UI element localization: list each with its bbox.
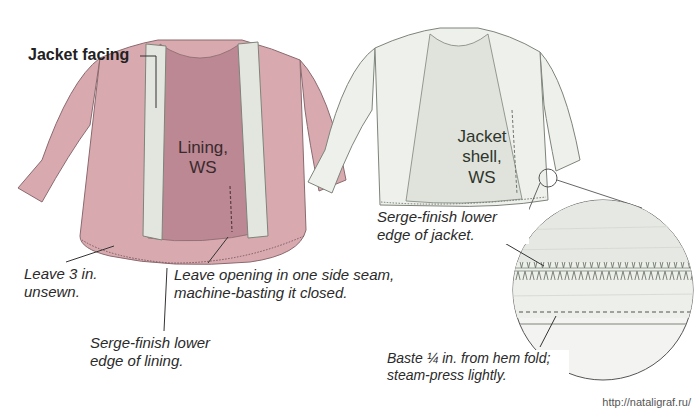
fabric-texture (505, 226, 699, 296)
magnified-detail (505, 169, 699, 380)
basting-stitch (230, 186, 232, 232)
serged-edge (381, 197, 546, 204)
part-label: Jacket shell, WS (452, 127, 512, 188)
leader-line (540, 316, 556, 347)
lining-jacket (18, 40, 346, 264)
callout-note: Serge-finish lower edge of jacket. (375, 208, 529, 244)
hem-detail (505, 200, 699, 324)
shell-inside (406, 34, 522, 203)
leader-line (208, 237, 228, 263)
part-label: Lining, WS (172, 138, 234, 179)
facing-strip (143, 44, 166, 240)
shell-sleeve (308, 48, 375, 193)
detail-spot (539, 169, 557, 187)
facing-strip (238, 42, 268, 238)
hem-allowance (505, 262, 699, 318)
callout-note: Leave opening in one side seam, machine-… (172, 266, 441, 302)
watermark: http://nataligraf.ru/ (602, 396, 691, 409)
serge-stitches (508, 262, 698, 280)
part-label: Jacket facing (28, 45, 129, 64)
leader-line (66, 246, 114, 262)
shell-jacket (308, 28, 580, 206)
shell-body (375, 28, 548, 206)
leader-line (140, 56, 156, 108)
shell-sleeve (540, 52, 580, 171)
hem-fabric (505, 200, 699, 270)
callout-note: Baste ¼ in. from hem fold; steam-press l… (385, 350, 569, 384)
basting-line (505, 311, 699, 312)
callout-note: Leave 3 in. unsewn. (22, 265, 121, 301)
basting-stitch (512, 110, 517, 194)
leader-lines (66, 56, 556, 347)
callout-note: Serge-finish lower edge of lining. (88, 334, 242, 370)
serged-edge (82, 236, 304, 263)
hem-fold (505, 324, 699, 325)
lining-body (80, 40, 306, 264)
leader-line (164, 268, 167, 331)
